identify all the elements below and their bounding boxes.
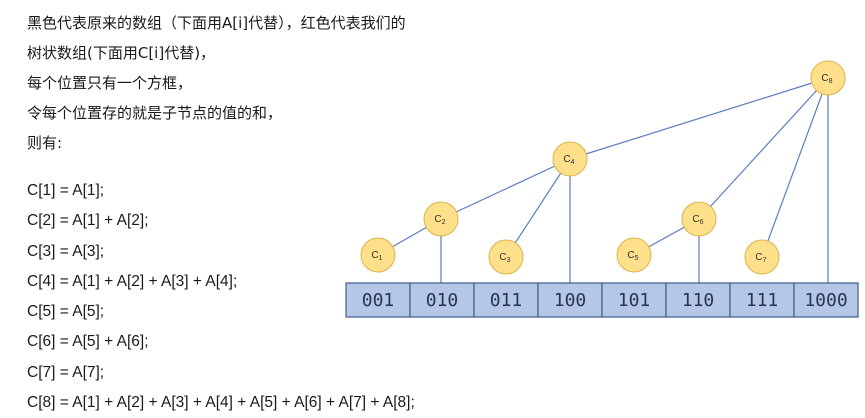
tree-node (423, 201, 459, 237)
tree-edge (698, 77, 829, 220)
tree-edge (569, 77, 829, 160)
formula-line: C[1] = A[1]; (27, 182, 105, 199)
tree-node (744, 239, 780, 275)
array-cell (729, 282, 795, 318)
array-cell (537, 282, 603, 318)
array-cell-label: 100 (554, 290, 587, 311)
tree-node-label: C3 (499, 252, 510, 264)
formula-line: C[8] = A[1] + A[2] + A[3] + A[4] + A[5] … (27, 394, 415, 412)
formula-line: C[7] = A[7]; (27, 363, 105, 381)
tree-node-label: C5 (627, 250, 638, 262)
array-cell-label: 1000 (804, 290, 847, 311)
array-cell-label: 101 (618, 290, 651, 311)
tree-edge (761, 77, 829, 258)
array-cell-label: 111 (746, 290, 779, 311)
tree-node-label: C8 (821, 73, 832, 85)
tree-node-label: C1 (371, 250, 382, 262)
array-cell-label: 001 (362, 290, 395, 311)
array-cell (409, 282, 475, 318)
description-line: 黑色代表原来的数组（下面用A[i]代替），红色代表我们的 (27, 14, 406, 32)
tree-node (810, 60, 846, 96)
tree-node (681, 201, 717, 237)
formula-line: C[2] = A[1] + A[2]; (27, 212, 149, 230)
tree-node-label: C6 (692, 214, 703, 226)
tree-node (552, 141, 588, 177)
array-cell-label: 011 (490, 290, 523, 311)
description-line: 树状数组(下面用C[i]代替)， (27, 44, 216, 62)
formula-line: C[3] = A[3]; (27, 242, 105, 260)
array-cell (793, 282, 859, 318)
tree-node (488, 239, 524, 275)
description-line: 每个位置只有一个方框， (27, 74, 193, 92)
tree-edge (505, 158, 571, 258)
tree-node-label: C2 (434, 214, 445, 226)
tree-node-label: C7 (755, 252, 766, 264)
formula-line: C[4] = A[1] + A[2] + A[3] + A[4]; (27, 272, 238, 290)
array-cell-label: 110 (682, 290, 715, 311)
tree-node (360, 237, 396, 273)
formula-line: C[6] = A[5] + A[6]; (27, 333, 149, 351)
array-cell (665, 282, 731, 318)
description-line: 令每个位置存的就是子节点的值的和， (27, 104, 283, 122)
description-line: 则有: (27, 134, 63, 152)
explanation-text: 黑色代表原来的数组（下面用A[i]代替），红色代表我们的 树状数组(下面用C[i… (27, 8, 497, 418)
array-cell (345, 282, 411, 318)
tree-node (616, 237, 652, 273)
array-cell-label: 010 (426, 290, 459, 311)
binary-index-row: 001 010 011 100 101 110 111 1000 (345, 282, 859, 318)
tree-edge (440, 158, 571, 220)
tree-node-label: C4 (563, 154, 574, 166)
formula-line: C[5] = A[5]; (27, 303, 105, 321)
